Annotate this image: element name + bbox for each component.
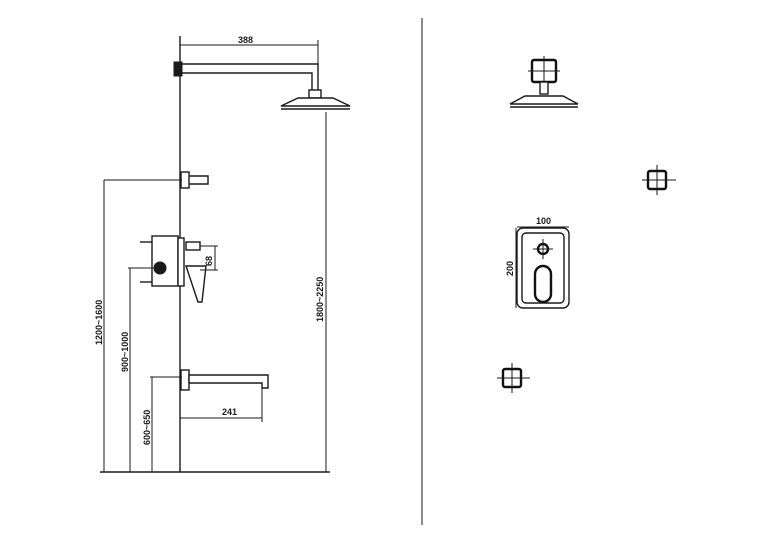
side-elevation-view: 388 1800~2250 68 241 1200~160 <box>94 35 351 473</box>
tub-spout-height-label: 600~650 <box>142 410 152 445</box>
valve-cartridge <box>153 261 167 275</box>
tub-spout-flange <box>180 369 190 391</box>
arm-connector <box>308 89 322 99</box>
arm-length-label: 388 <box>238 35 253 45</box>
rain-shower-head-front <box>509 95 579 105</box>
lever-handle <box>185 265 207 303</box>
arm-wall-flange <box>173 61 183 77</box>
tub-spout <box>188 374 269 389</box>
faceplate-width-label: 100 <box>536 216 551 226</box>
spout-length-label: 241 <box>222 407 237 417</box>
concealed-valve-body <box>151 235 179 287</box>
hand-shower-holder-spout <box>189 175 209 185</box>
spout-height-label: 1200~1600 <box>94 300 104 345</box>
shower-arm <box>182 63 319 92</box>
arm-drop-front <box>539 81 549 95</box>
hand-shower-holder <box>180 171 190 189</box>
lever-handle-front <box>533 264 553 304</box>
valve-trim-plate <box>177 237 185 287</box>
valve-height-label: 900~1000 <box>120 332 130 372</box>
faceplate-height-label: 200 <box>505 261 515 276</box>
head-height-label: 1800~2250 <box>315 277 325 322</box>
rain-shower-head <box>280 97 351 107</box>
valve-faceplate <box>516 227 570 309</box>
diverter-knob <box>185 241 201 251</box>
valve-offset-label: 68 <box>204 256 214 266</box>
front-elevation-view: 100 200 <box>497 56 676 393</box>
